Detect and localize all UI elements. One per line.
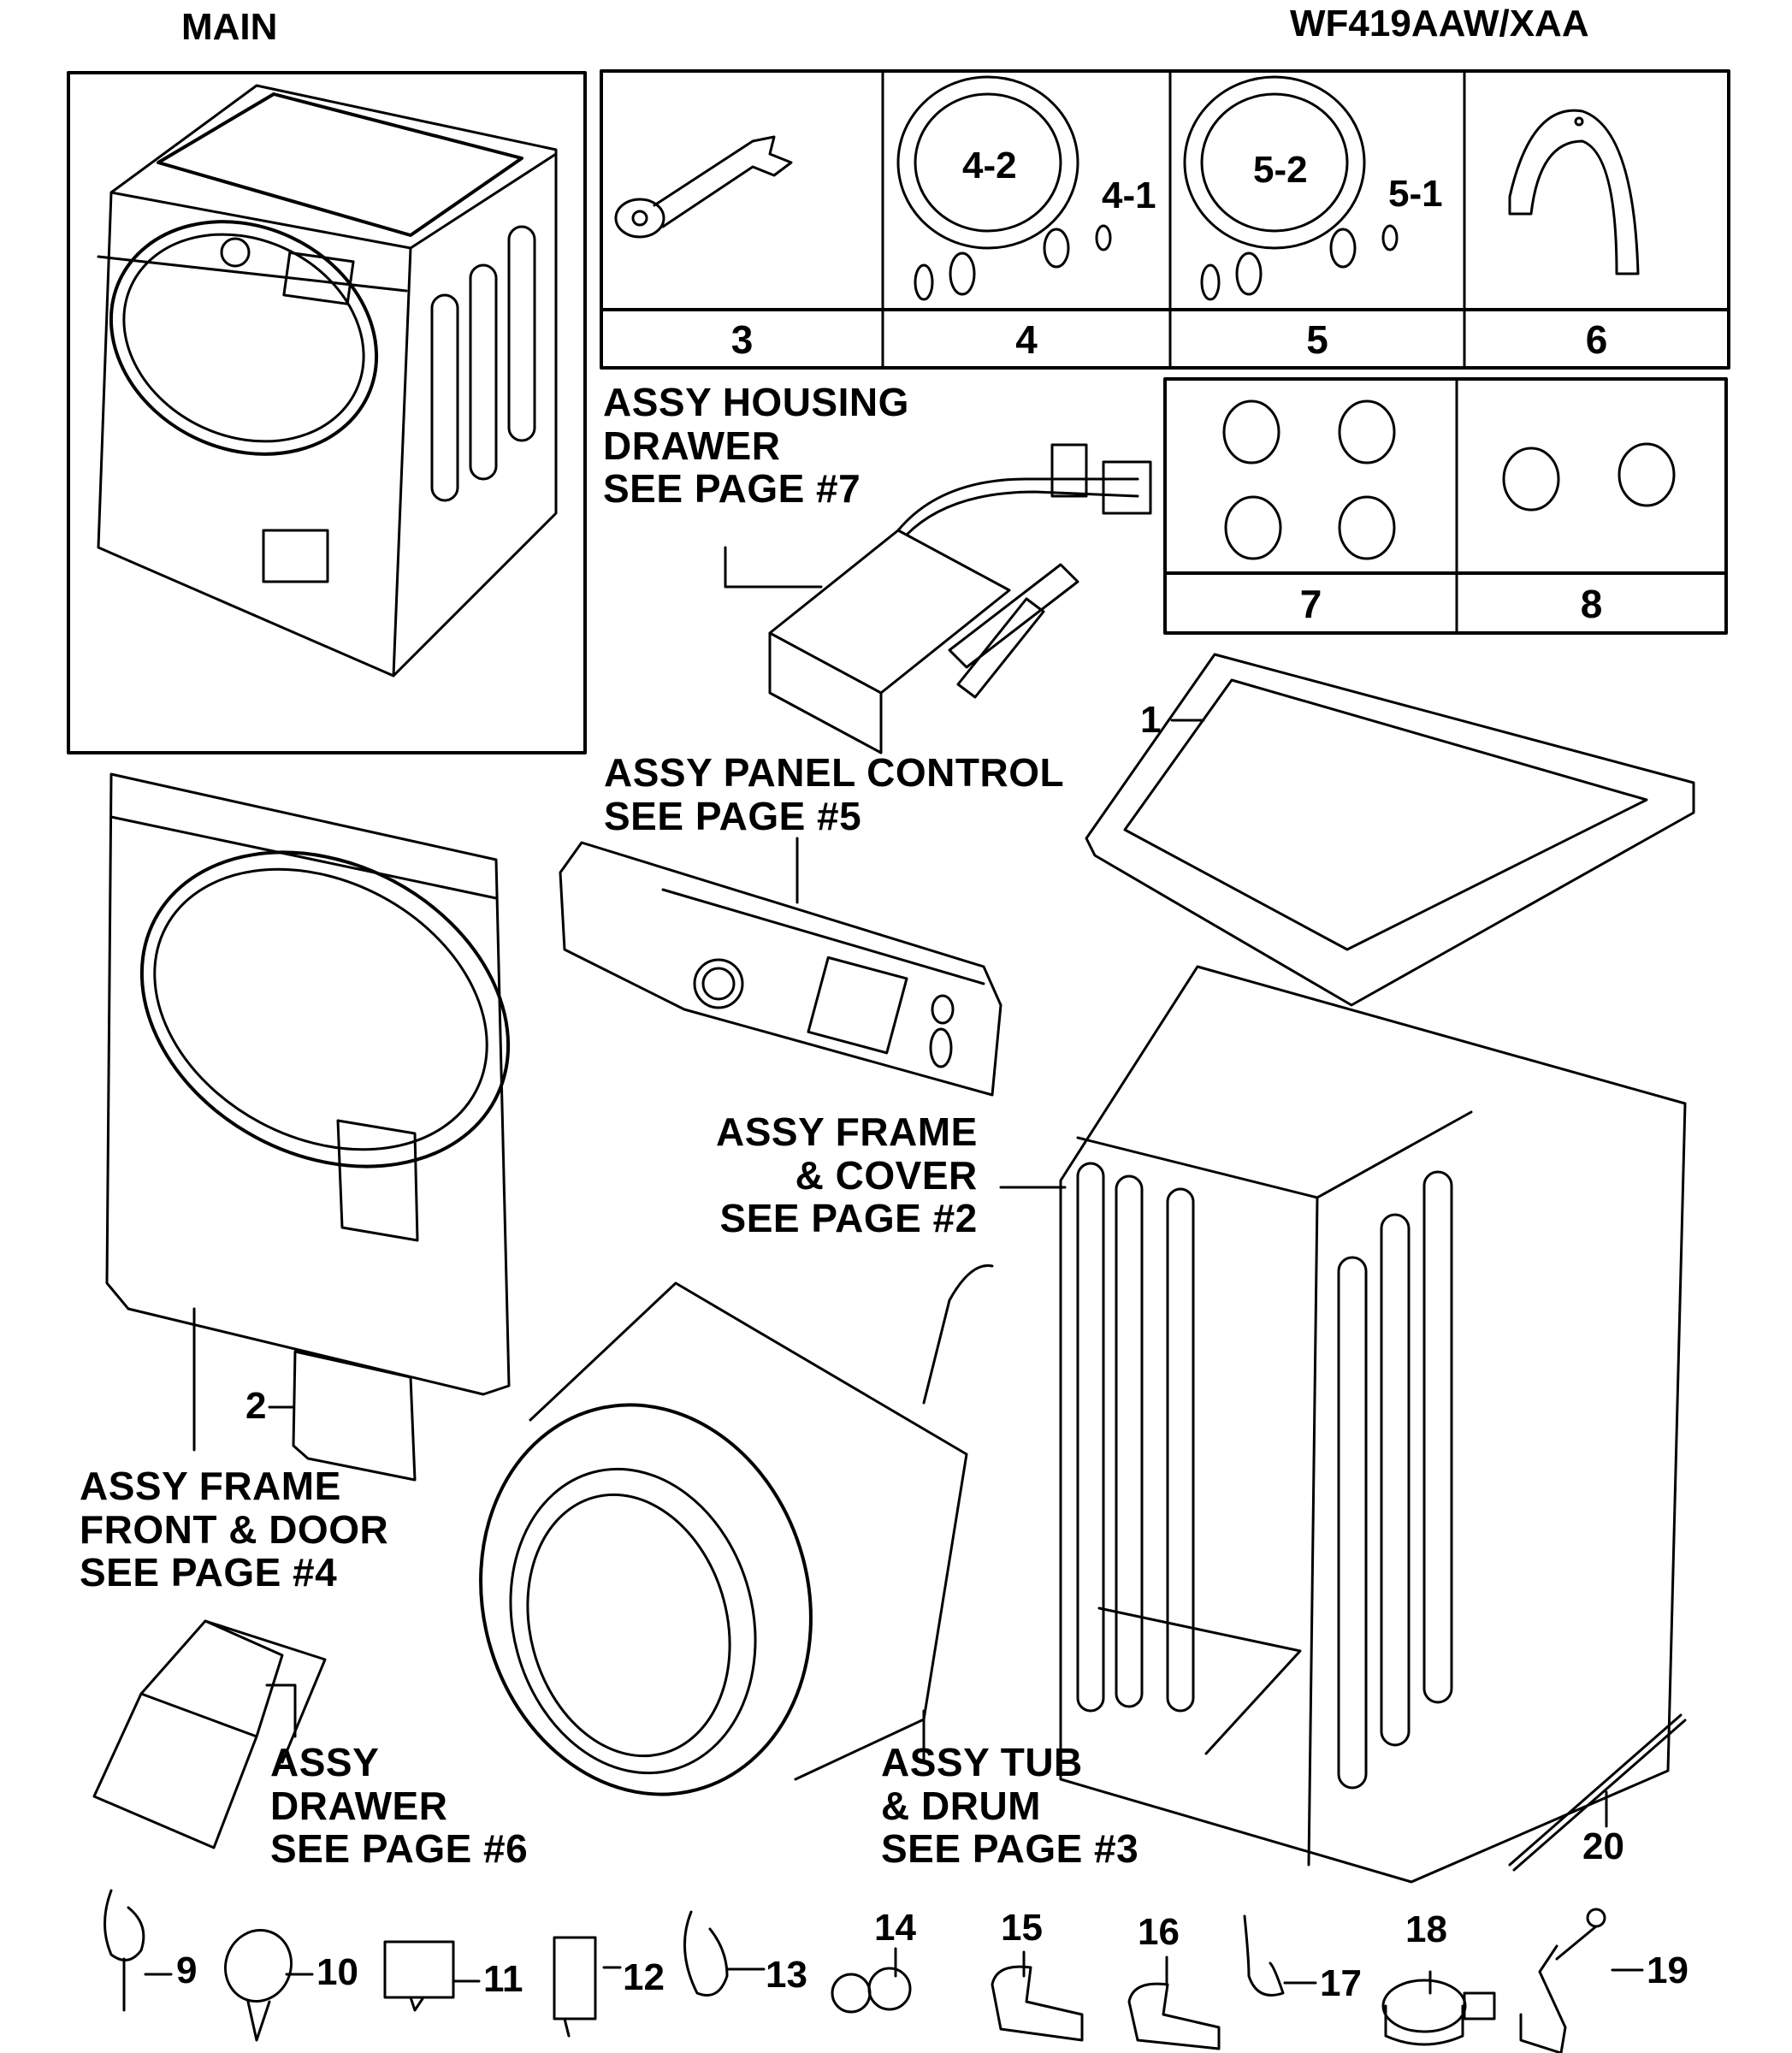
callout-panel-control[interactable]: ASSY PANEL CONTROL SEE PAGE #5 <box>604 750 1065 838</box>
filter-cover-illustration <box>268 1350 417 1482</box>
part-label-clip: 18 <box>1405 1908 1447 1950</box>
part-number-cell: 6 <box>1585 317 1608 362</box>
p-clamp-icon <box>991 1950 1084 2042</box>
frame-clip-icon <box>383 1940 481 2012</box>
band-clamp-icon <box>1381 1970 1496 2046</box>
front-frame-door-illustration <box>105 772 511 1452</box>
p-clamp-icon <box>1127 1955 1221 2050</box>
model-number: WF419AAW/XAA <box>1290 3 1589 44</box>
top-cover-illustration <box>1085 653 1695 1007</box>
bracket-clip-icon <box>1519 1908 1644 2053</box>
part-label-clip: 9 <box>176 1949 198 1991</box>
part-label-clip: 16 <box>1138 1911 1180 1953</box>
part-number-cell: 5 <box>1306 317 1328 362</box>
part-label-clip: 10 <box>316 1951 358 1993</box>
part-number-cell: 4 <box>1015 317 1038 362</box>
part-label-clip: 14 <box>874 1907 916 1949</box>
callout-tub-drum[interactable]: ASSY TUB & DRUM SEE PAGE #3 <box>881 1740 1139 1872</box>
ring-clip-icon <box>224 1928 314 2042</box>
part-label-top-cover: 1 <box>1140 699 1162 741</box>
wire-clip-icon <box>683 1910 766 1997</box>
assembled-washer-illustration <box>97 84 558 677</box>
cabinet-frame-illustration <box>999 965 1687 1884</box>
wire-clip-icon <box>103 1889 173 2012</box>
tub-drum-illustration <box>479 1264 994 1796</box>
part-label-clip: 15 <box>1001 1907 1043 1949</box>
callout-frame-front-door[interactable]: ASSY FRAME FRONT & DOOR SEE PAGE #4 <box>80 1464 389 1595</box>
drawer-illustration <box>92 1619 327 1849</box>
part-label-clip: 17 <box>1320 1962 1362 2004</box>
inlet-hose-icon <box>1183 75 1399 301</box>
accessory-table-caps <box>1163 377 1728 635</box>
part-label-tie-strap: 20 <box>1582 1825 1624 1867</box>
accessory-table-top <box>600 69 1730 370</box>
part-label-clip: 12 <box>623 1956 665 1998</box>
box-clip-icon <box>553 1936 622 2038</box>
clips-row-illustration <box>103 1889 1644 2053</box>
housing-drawer-illustration <box>724 443 1152 754</box>
sub-part-label: 4-1 <box>1102 175 1156 216</box>
sub-part-label: 5-2 <box>1253 149 1308 191</box>
part-number-cell: 3 <box>730 317 754 362</box>
part-label-clip: 11 <box>483 1958 523 2000</box>
wrench-icon <box>614 135 793 239</box>
part-number-cell: 7 <box>1299 582 1322 626</box>
callout-frame-cover[interactable]: ASSY FRAME & COVER SEE PAGE #2 <box>716 1109 978 1241</box>
hose-guide-icon <box>1508 109 1640 275</box>
cap-icon <box>1222 399 1676 560</box>
sub-part-label: 5-1 <box>1388 173 1443 215</box>
control-panel-illustration <box>559 837 1002 1097</box>
main-view-frame <box>67 71 587 754</box>
tie-strap-illustration <box>1508 1713 1687 1872</box>
section-title: MAIN <box>181 6 278 48</box>
part-label-clip: 13 <box>766 1954 807 1996</box>
wire-clip-icon <box>1243 1914 1317 1997</box>
inlet-hose-icon <box>896 75 1112 301</box>
sub-part-label: 4-2 <box>962 145 1017 186</box>
part-label-clip: 19 <box>1647 1949 1689 1991</box>
callout-drawer[interactable]: ASSY DRAWER SEE PAGE #6 <box>270 1740 529 1872</box>
part-number-cell: 8 <box>1580 582 1603 626</box>
callout-housing-drawer[interactable]: ASSY HOUSING DRAWER SEE PAGE #7 <box>603 380 909 512</box>
double-clamp-icon <box>831 1947 912 2014</box>
part-label-filter-cover: 2 <box>245 1385 267 1427</box>
